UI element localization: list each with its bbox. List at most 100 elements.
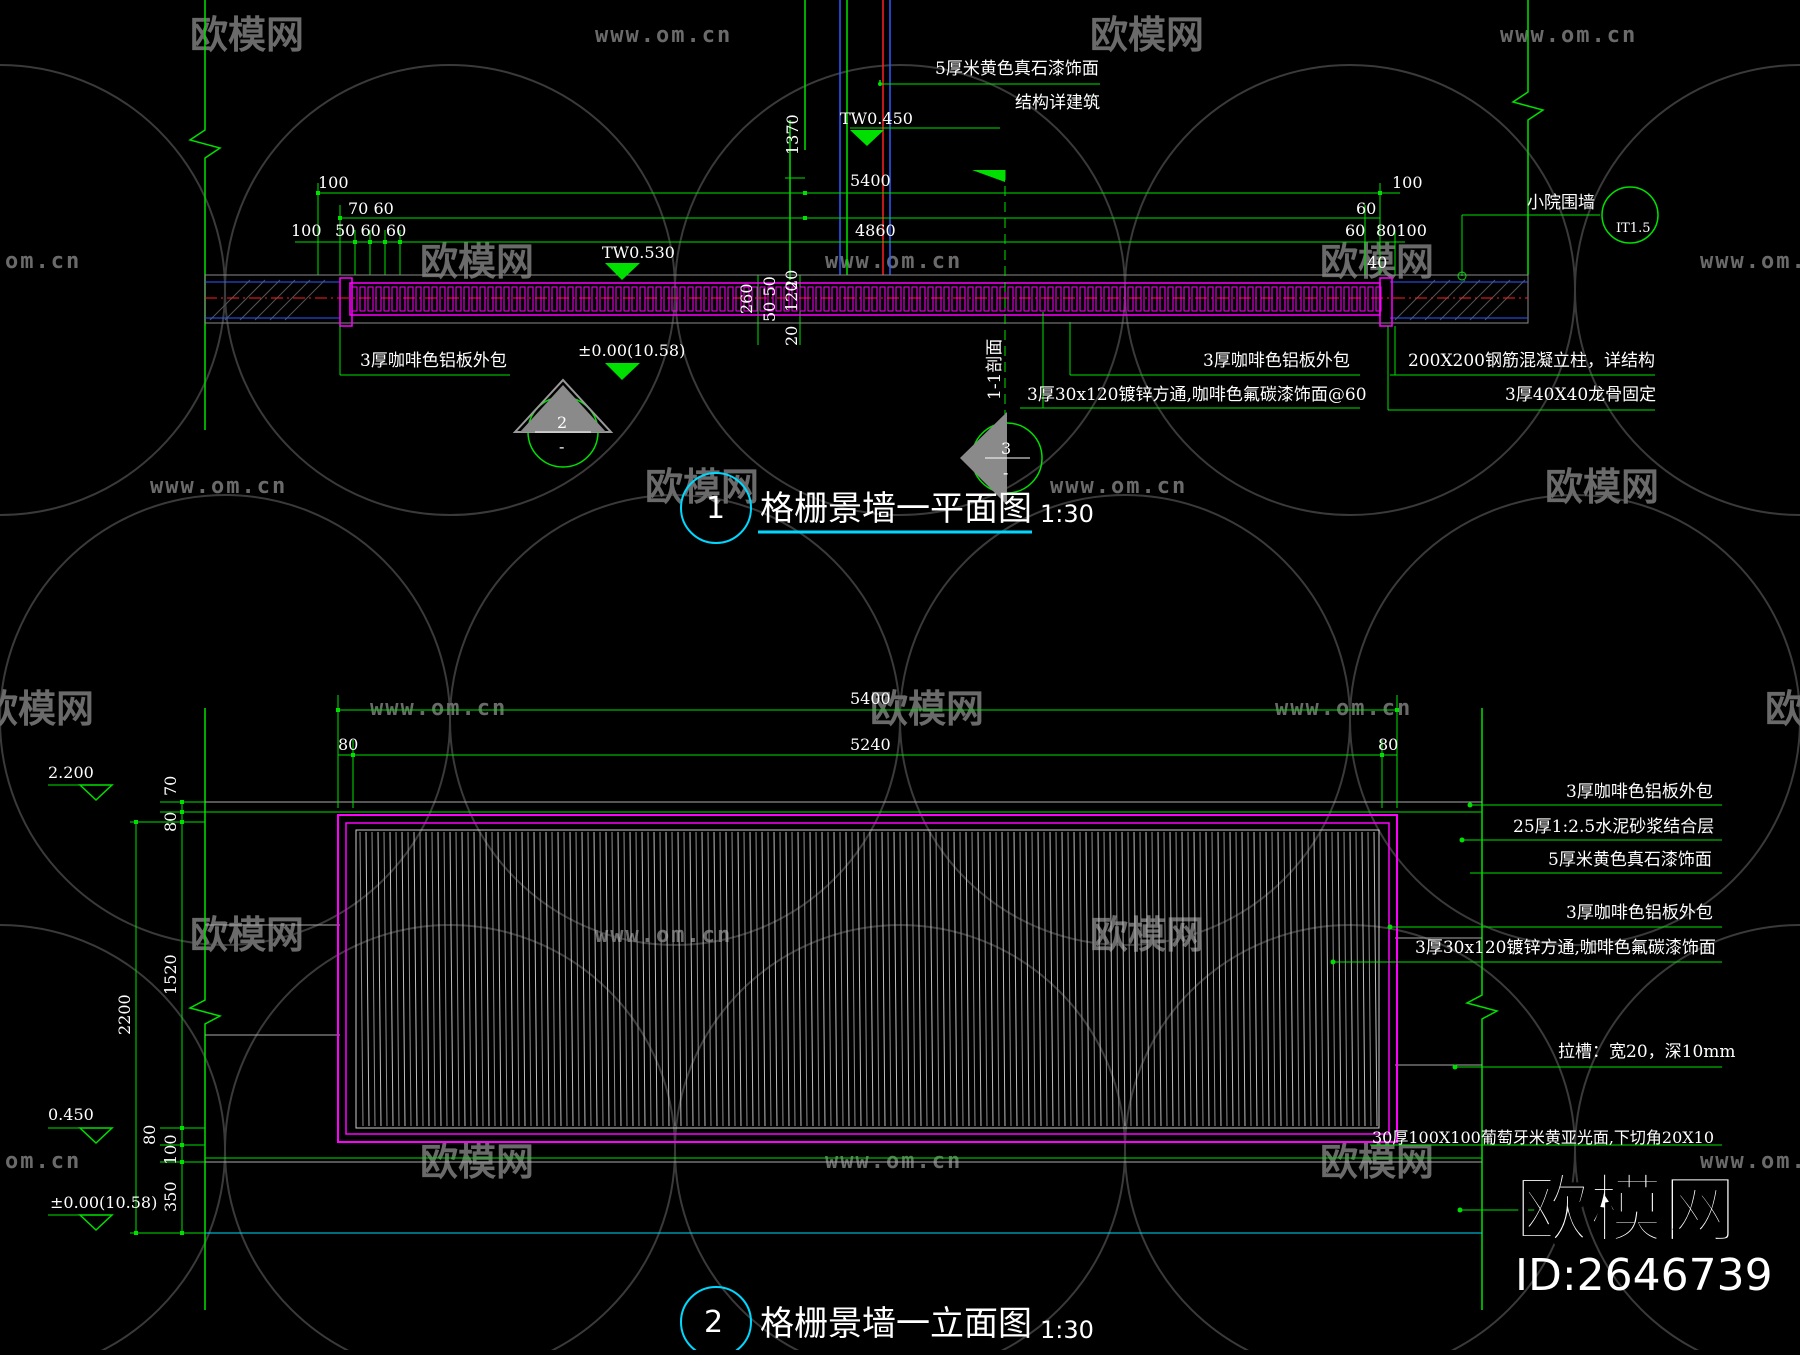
plan-dim-40: 40: [1367, 253, 1387, 272]
elev-slat: [1001, 831, 1006, 1127]
plan-slat: [511, 286, 518, 312]
elev-slat: [743, 831, 748, 1127]
watermark-url-partial: om.cn: [5, 1149, 81, 1174]
plan-elev-ground: ±0.00(10.58): [578, 341, 685, 360]
elev-slat: [767, 831, 772, 1127]
elev-slat: [1103, 831, 1108, 1127]
elev-slat: [773, 831, 778, 1127]
elev-slat: [1067, 831, 1072, 1127]
plan-slat: [703, 286, 710, 312]
elev-slat: [569, 831, 574, 1127]
elev-level-0450: 0.450: [48, 1105, 94, 1124]
elev-slat: [1301, 831, 1306, 1127]
elev-slat: [1211, 831, 1216, 1127]
plan-slat: [639, 286, 646, 312]
plan-slat: [607, 286, 614, 312]
plan-slat: [919, 286, 926, 312]
elev-scale: 1:30: [1040, 1316, 1094, 1344]
plan-slat: [759, 286, 766, 312]
plan-elev-tw0530: TW0.530: [602, 243, 675, 262]
elev-slat: [941, 831, 946, 1127]
elev-slat: [761, 831, 766, 1127]
elev-slat: [371, 831, 376, 1127]
plan-slat: [1231, 286, 1238, 312]
elev-slat: [515, 831, 520, 1127]
elev-slat: [683, 831, 688, 1127]
elev-slat: [1325, 831, 1330, 1127]
plan-slat: [791, 286, 798, 312]
elev-slat: [1121, 831, 1126, 1127]
plan-slat: [895, 286, 902, 312]
elev-slat: [1127, 831, 1132, 1127]
plan-slat: [935, 286, 942, 312]
elev-slat: [635, 831, 640, 1127]
plan-slat: [1183, 286, 1190, 312]
elev-slat: [413, 831, 418, 1127]
elev-slat: [1157, 831, 1162, 1127]
elev-slat: [971, 831, 976, 1127]
elev-slat: [659, 831, 664, 1127]
plan-slat: [991, 286, 998, 312]
plan-dim-100-right: 100: [1392, 173, 1423, 192]
plan-dim-60b: 60: [1345, 221, 1365, 240]
plan-slat: [495, 286, 502, 312]
elev-slat: [1343, 831, 1348, 1127]
plan-slat: [423, 286, 430, 312]
watermark-url: www.om.cn: [825, 249, 962, 274]
elev-label-stone-paint: 5厚米黄色真石漆饰面: [1548, 850, 1712, 870]
plan-slat: [463, 286, 470, 312]
plan-slat: [927, 286, 934, 312]
plan-dim-1370: 1370: [783, 114, 802, 155]
elev-slat: [989, 831, 994, 1127]
elev-dim-350: 350: [161, 1181, 180, 1212]
ref-ring-label: IT1.5: [1616, 221, 1650, 236]
elev-slat: [731, 831, 736, 1127]
elev-slat: [1193, 831, 1198, 1127]
elev-grating: [337, 814, 1398, 1143]
elev-slat: [563, 831, 568, 1127]
elev-slat: [689, 831, 694, 1127]
plan-slat: [1103, 286, 1110, 312]
plan-slat: [567, 286, 574, 312]
plan-slat: [575, 286, 582, 312]
plan-dim-ticks: [316, 191, 1382, 244]
plan-slat: [879, 286, 886, 312]
elev-slat: [755, 831, 760, 1127]
elev-slat: [713, 831, 718, 1127]
plan-slat: [551, 286, 558, 312]
plan-slat: [719, 286, 726, 312]
plan-slat: [1023, 286, 1030, 312]
elev-slat: [1235, 831, 1240, 1127]
elev-slat: [611, 831, 616, 1127]
watermark-logo: 欧模网: [870, 687, 984, 731]
elev-slat: [923, 831, 928, 1127]
elev-slat: [1079, 831, 1084, 1127]
plan-dim-5400: 5400: [850, 171, 891, 190]
plan-slat: [695, 286, 702, 312]
plan-slat: [519, 286, 526, 312]
callout-3-num: 3: [1001, 439, 1011, 458]
plan-slat: [631, 286, 638, 312]
watermark-logo: 欧模网: [1320, 240, 1434, 284]
elev-slat: [1367, 831, 1372, 1127]
plan-slat: [967, 286, 974, 312]
elev-slat: [473, 831, 478, 1127]
watermark-url: www.om.cn: [1275, 696, 1412, 721]
plan-slat: [1207, 286, 1214, 312]
plan-slat: [1255, 286, 1262, 312]
elev-slat: [725, 831, 730, 1127]
plan-label-keel: 3厚40X40龙骨固定: [1505, 385, 1656, 405]
plan-slat: [1271, 286, 1278, 312]
elev-slat: [1319, 831, 1324, 1127]
callout-3-sub: -: [1003, 463, 1008, 482]
brand-stamp: 欧模网 ID:2646739: [1514, 1166, 1773, 1301]
plan-slat: [775, 286, 782, 312]
elev-slat: [1055, 831, 1060, 1127]
plan-slat: [375, 286, 382, 312]
plan-slat: [663, 286, 670, 312]
callout-2: 2 -: [512, 378, 614, 468]
elev-slat: [587, 831, 592, 1127]
elev-slat: [815, 831, 820, 1127]
plan-slat: [615, 286, 622, 312]
